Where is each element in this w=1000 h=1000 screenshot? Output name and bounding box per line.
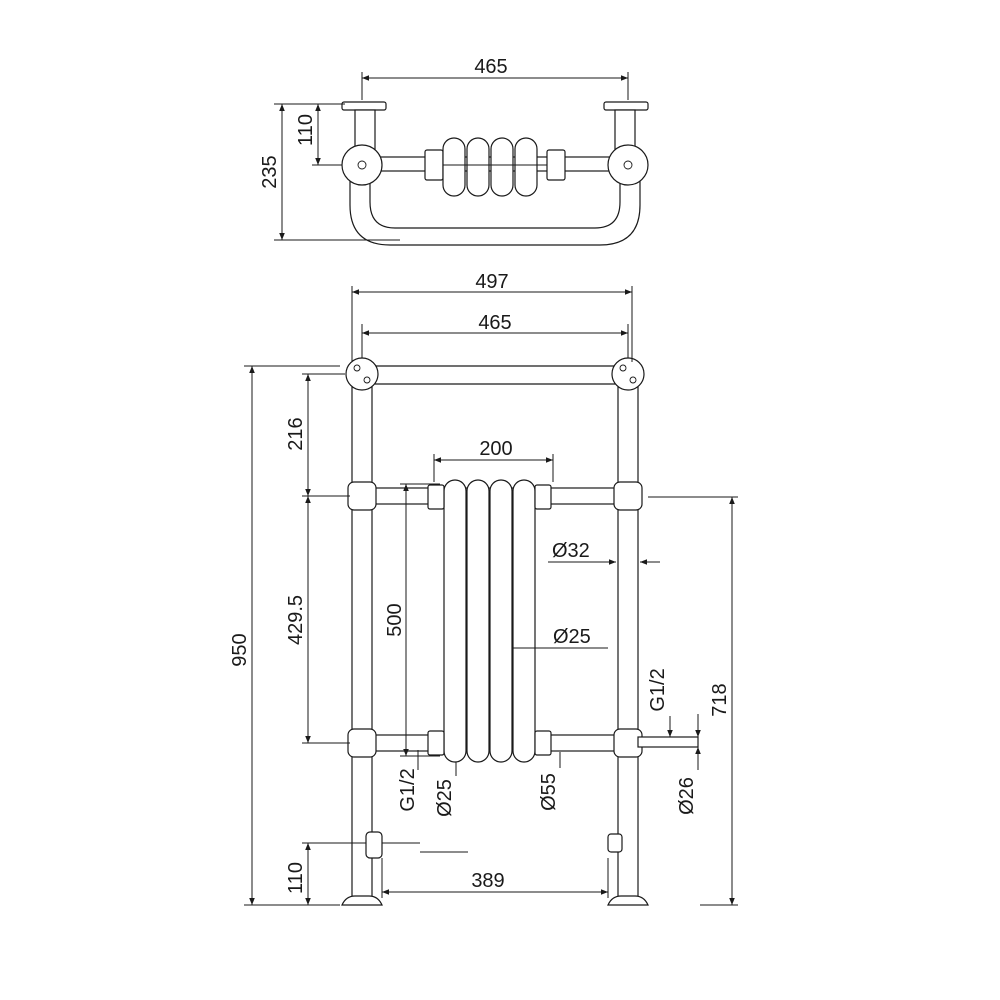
bracket-screw (619, 364, 627, 372)
bracket-screw (353, 364, 361, 372)
front-nut-upper-right (534, 484, 552, 510)
top-column-1 (442, 137, 466, 197)
label-front-rail: 216 (285, 417, 307, 450)
label-valve-left: Ø25 (434, 779, 456, 817)
top-wall-plate-right (603, 101, 649, 111)
label-top-pipe: 110 (295, 114, 317, 146)
front-collar-upper-right (613, 481, 643, 511)
label-top-width: 465 (474, 56, 507, 78)
label-connection-height: 718 (709, 683, 731, 716)
label-bracket-height: 110 (285, 862, 307, 894)
label-radiator-height: 500 (384, 603, 406, 636)
front-bottom-bracket-left (365, 831, 383, 859)
front-top-bracket-left (345, 357, 379, 391)
top-wall-plate-left (341, 101, 387, 111)
label-top-depth: 235 (259, 155, 281, 188)
label-leg-diameter: Ø32 (552, 540, 590, 562)
top-post-left-screw (357, 160, 367, 170)
front-bottom-bracket-right (607, 833, 623, 853)
label-tail-diameter: Ø26 (676, 777, 698, 815)
label-front-height: 950 (229, 633, 251, 666)
front-column-3 (489, 479, 513, 763)
label-thread-left: G1/2 (397, 768, 419, 811)
top-post-right-screw (623, 160, 633, 170)
label-column-diameter: Ø25 (553, 626, 591, 648)
label-front-headers: 429.5 (285, 595, 307, 645)
front-view: 497 465 950 216 429.5 200 500 Ø32 (229, 271, 738, 906)
front-column-2 (466, 479, 490, 763)
front-collar-upper-left (347, 481, 377, 511)
front-leg-left (351, 379, 373, 901)
front-leg-right (617, 379, 639, 901)
top-nut-left (424, 149, 444, 181)
front-valve-tail (637, 736, 699, 748)
top-column-4 (514, 137, 538, 197)
front-nut-lower-right (534, 730, 552, 756)
top-rail-loop-inner (369, 178, 621, 229)
front-nut-lower-left (427, 730, 445, 756)
front-top-bracket-right (611, 357, 645, 391)
bracket-screw (363, 376, 371, 384)
label-nut: Ø55 (538, 773, 560, 811)
top-column-3 (490, 137, 514, 197)
label-radiator-width: 200 (479, 438, 512, 460)
top-column-2 (466, 137, 490, 197)
top-rail-loop-outer (349, 178, 641, 246)
top-nut-right (546, 149, 566, 181)
label-bracket-spacing: 389 (471, 870, 504, 892)
top-post-right (607, 144, 649, 186)
top-view: 465 235 110 (259, 56, 649, 246)
front-top-rail (361, 365, 629, 385)
bracket-screw (629, 376, 637, 384)
front-foot-left (341, 895, 383, 906)
top-post-left (341, 144, 383, 186)
front-column-4 (512, 479, 536, 763)
front-collar-lower-left (347, 728, 377, 758)
front-foot-right (607, 895, 649, 906)
front-column-1 (443, 479, 467, 763)
label-front-centres: 465 (478, 312, 511, 334)
front-nut-upper-left (427, 484, 445, 510)
label-thread-right: G1/2 (647, 668, 669, 711)
label-front-outer: 497 (475, 271, 508, 293)
